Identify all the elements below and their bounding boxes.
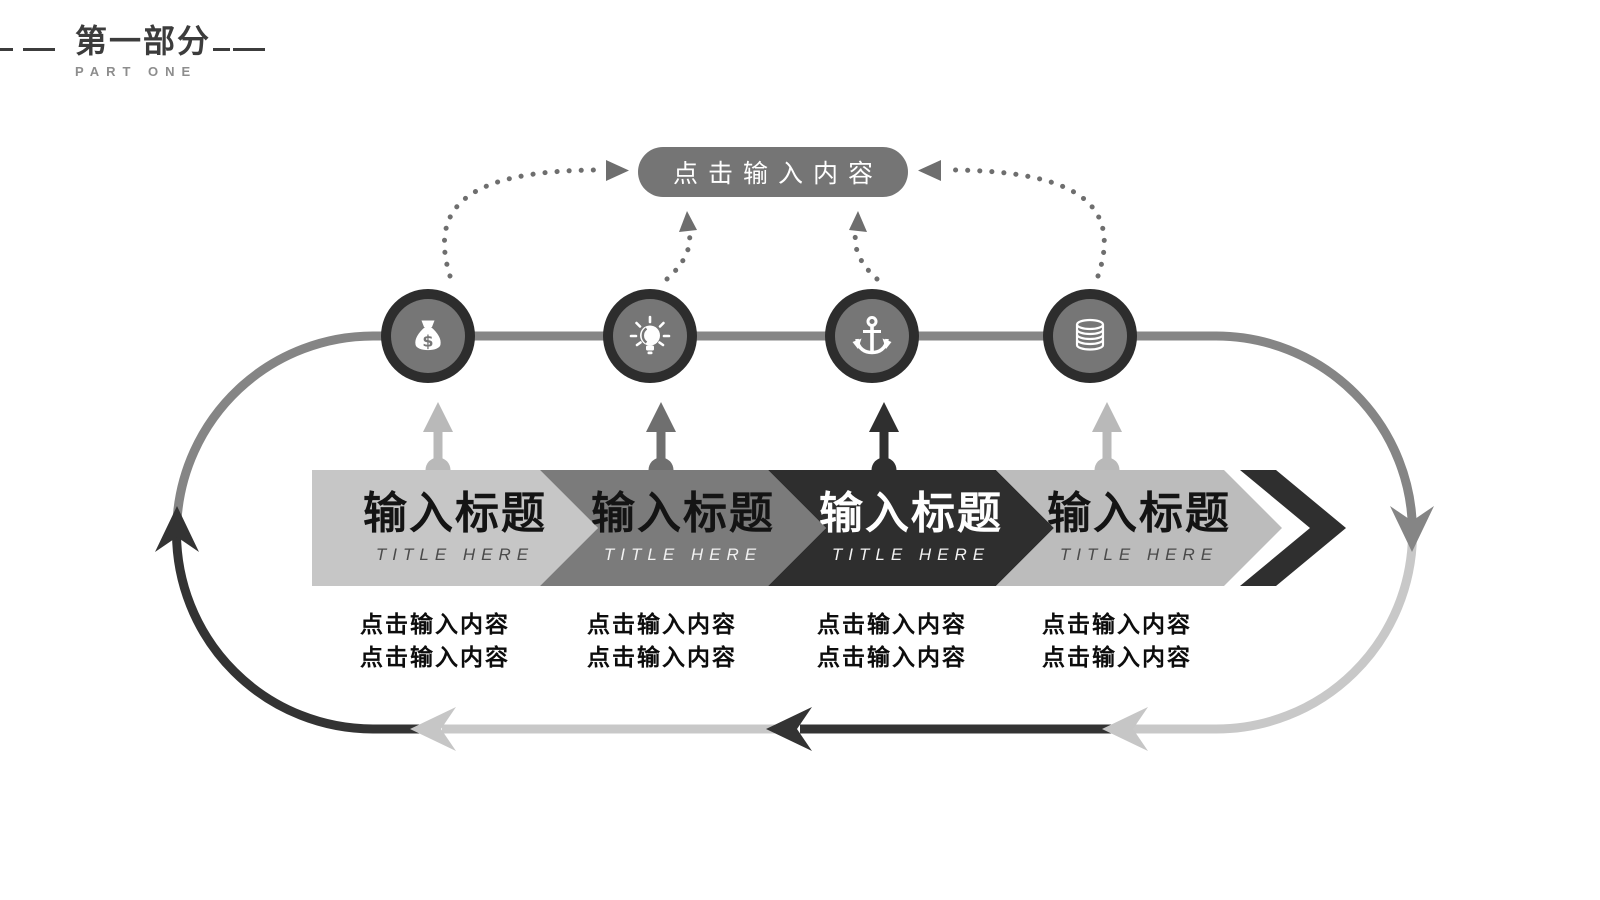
header-rule-left-outer [0, 48, 13, 51]
end-chevron-icon [1240, 470, 1346, 586]
step-banner-4[interactable]: 输入标题 TITLE HERE [996, 470, 1282, 586]
section-header: 第一部分 PART ONE [75, 23, 212, 80]
desc-line: 点击输入内容 [817, 611, 967, 637]
step-node-4 [1043, 289, 1137, 383]
step-banner-1[interactable]: 输入标题 TITLE HERE [312, 470, 598, 586]
step-title: 输入标题 [819, 489, 1003, 539]
desc-line: 点击输入内容 [817, 644, 967, 670]
header-rule-left-inner [23, 48, 55, 51]
light-bulb-icon [629, 315, 671, 355]
loop-left-dark-segment [172, 528, 434, 734]
dotted-arrows [442, 167, 1107, 282]
dotted-curve-1 [442, 167, 599, 279]
step-desc-1[interactable]: 点击输入内容 点击输入内容 [320, 608, 550, 674]
top-pill-label: 点击输入内容 [672, 160, 883, 188]
node-inner-disc [1053, 299, 1127, 373]
loop-right-bottom-segment [1132, 535, 1417, 734]
anchor-icon [852, 316, 892, 355]
node-inner-disc [835, 299, 909, 373]
loop-arrow-down-icon [1390, 506, 1434, 552]
desc-line: 点击输入内容 [1042, 611, 1192, 637]
dotted-arrow-up-left-icon [679, 211, 697, 232]
top-pill-placeholder[interactable]: 点击输入内容 [638, 147, 908, 197]
section-title: 第一部分 [75, 23, 212, 59]
step-title: 输入标题 [1047, 489, 1231, 539]
header-rule-right-inner [213, 48, 230, 51]
cycle-loop [172, 331, 1417, 734]
step-desc-4[interactable]: 点击输入内容 点击输入内容 [1002, 608, 1232, 674]
node-inner-disc: $ [391, 299, 465, 373]
cycle-loop-arrowheads [155, 506, 1434, 751]
dotted-arrow-right-icon [606, 160, 629, 181]
loop-arrow-left-dark-icon [766, 707, 812, 751]
desc-line: 点击输入内容 [360, 644, 510, 670]
loop-arrow-left-light2-icon [410, 707, 456, 751]
step-subtitle-en: TITLE HERE [1059, 544, 1219, 564]
desc-line: 点击输入内容 [587, 611, 737, 637]
loop-top-segment [373, 331, 1417, 533]
step-desc-2[interactable]: 点击输入内容 点击输入内容 [547, 608, 777, 674]
header-rule-right-outer [233, 48, 265, 51]
dotted-curve-2 [664, 227, 693, 282]
step-title: 输入标题 [363, 489, 547, 539]
step-node-3 [825, 289, 919, 383]
dotted-arrowheads [606, 160, 941, 232]
step-node-1: $ [381, 289, 475, 383]
step-subtitle-en: TITLE HERE [831, 544, 991, 564]
step-desc-3[interactable]: 点击输入内容 点击输入内容 [777, 608, 1007, 674]
dotted-curve-4 [949, 167, 1107, 279]
loop-arrow-left-light-icon [1102, 707, 1148, 751]
dotted-arrow-up-right-icon [849, 211, 867, 232]
step-subtitle-en: TITLE HERE [603, 544, 763, 564]
desc-line: 点击输入内容 [1042, 644, 1192, 670]
dotted-arrow-left-icon [918, 160, 941, 181]
desc-line: 点击输入内容 [360, 611, 510, 637]
section-subtitle: PART ONE [75, 64, 198, 80]
money-bag-icon: $ [415, 320, 441, 351]
step-title: 输入标题 [591, 489, 775, 539]
dotted-curve-3 [852, 227, 880, 282]
node-inner-disc [613, 299, 687, 373]
svg-text:$: $ [422, 332, 433, 351]
loop-arrow-up-icon [155, 506, 199, 552]
loop-left-top-segment [172, 331, 374, 521]
step-node-2 [603, 289, 697, 383]
coin-stack-icon [1075, 318, 1105, 351]
desc-line: 点击输入内容 [587, 644, 737, 670]
step-subtitle-en: TITLE HERE [375, 544, 535, 564]
